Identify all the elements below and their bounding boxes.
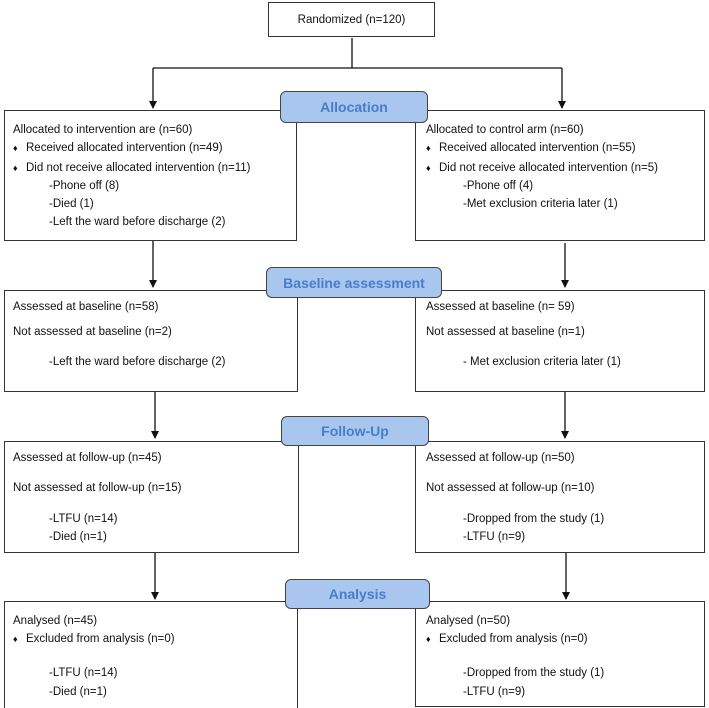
reason-item: -Phone off (4) [463, 180, 534, 192]
reason-item: -Met exclusion criteria later (1) [463, 198, 618, 210]
intervention-analysis-box: Analysed (n=45) ♦ Excluded from analysis… [4, 601, 298, 708]
reason-item: -LTFU (n=9) [463, 531, 526, 543]
control-received-count: Received allocated intervention (n=55) [439, 142, 636, 154]
bullet-icon: ♦ [426, 634, 431, 644]
bullet-icon: ♦ [426, 163, 431, 173]
control-allocated-count: Allocated to control arm (n=60) [426, 124, 584, 136]
randomized-label: Randomized (n=120) [297, 14, 406, 26]
reason-item: -Died (n=1) [49, 531, 107, 543]
bullet-icon: ♦ [426, 143, 431, 153]
reason-item: -Dropped from the study (1) [463, 513, 605, 525]
control-allocation-box: Allocated to control arm (n=60) ♦ Receiv… [415, 110, 705, 241]
intervention-followup-box: Assessed at follow-up (n=45) Not assesse… [4, 441, 299, 553]
intervention-received-count: Received allocated intervention (n=49) [26, 142, 223, 154]
intervention-not-received-count: Did not receive allocated intervention (… [26, 162, 251, 174]
reason-item: - Met exclusion criteria later (1) [463, 356, 621, 368]
intervention-allocation-box: Allocated to intervention are (n=60) ♦ R… [4, 110, 297, 241]
bullet-icon: ♦ [13, 143, 18, 153]
randomized-box: Randomized (n=120) [268, 2, 435, 37]
intervention-excluded-count: Excluded from analysis (n=0) [26, 633, 175, 645]
control-followup-not-assessed: Not assessed at follow-up (n=10) [426, 482, 595, 494]
reason-item: -LTFU (n=14) [49, 513, 118, 525]
reason-item: -Left the ward before discharge (2) [49, 356, 226, 368]
stage-baseline-assessment: Baseline assessment [266, 267, 442, 298]
reason-item: -Phone off (8) [49, 180, 120, 192]
intervention-followup-assessed: Assessed at follow-up (n=45) [13, 452, 162, 464]
intervention-allocated-count: Allocated to intervention are (n=60) [13, 124, 193, 136]
reason-item: -Left the ward before discharge (2) [49, 216, 226, 228]
control-baseline-box: Assessed at baseline (n= 59) Not assesse… [415, 290, 705, 392]
control-followup-assessed: Assessed at follow-up (n=50) [426, 452, 575, 464]
intervention-baseline-assessed: Assessed at baseline (n=58) [13, 301, 159, 313]
intervention-analysed-count: Analysed (n=45) [13, 615, 98, 627]
control-analysed-count: Analysed (n=50) [426, 615, 511, 627]
intervention-baseline-not-assessed: Not assessed at baseline (n=2) [13, 326, 172, 338]
control-analysis-box: Analysed (n=50) ♦ Excluded from analysis… [415, 601, 705, 707]
reason-item: -Died (n=1) [49, 686, 107, 698]
stage-analysis: Analysis [285, 579, 430, 609]
reason-item: -Died (1) [49, 198, 94, 210]
stage-followup: Follow-Up [281, 416, 429, 446]
control-followup-box: Assessed at follow-up (n=50) Not assesse… [415, 441, 705, 553]
reason-item: -Dropped from the study (1) [463, 667, 605, 679]
bullet-icon: ♦ [13, 163, 18, 173]
intervention-followup-not-assessed: Not assessed at follow-up (n=15) [13, 482, 182, 494]
control-baseline-assessed: Assessed at baseline (n= 59) [426, 301, 575, 313]
intervention-baseline-box: Assessed at baseline (n=58) Not assessed… [4, 290, 298, 392]
bullet-icon: ♦ [13, 634, 18, 644]
reason-item: -LTFU (n=9) [463, 686, 526, 698]
control-excluded-count: Excluded from analysis (n=0) [439, 633, 588, 645]
control-baseline-not-assessed: Not assessed at baseline (n=1) [426, 326, 585, 338]
stage-allocation: Allocation [280, 91, 428, 123]
reason-item: -LTFU (n=14) [49, 667, 118, 679]
control-not-received-count: Did not receive allocated intervention (… [439, 162, 658, 174]
